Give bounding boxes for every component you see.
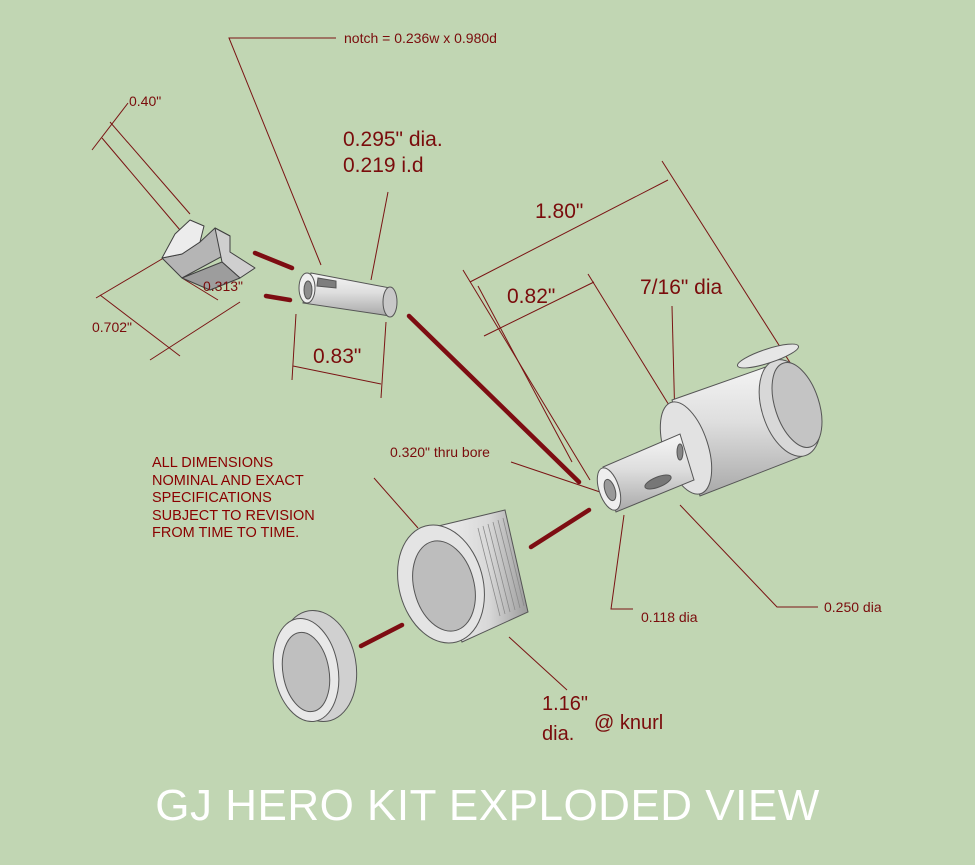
tube-part [298,272,398,318]
shaft-pin-hole [676,443,684,461]
label-block-length: 0.702" [92,319,133,335]
dim-tube-length [292,365,382,385]
ext-shaft-length-b [587,273,673,411]
assembly-line-block-tube-lower [263,293,293,303]
note-line: SPECIFICATIONS [152,490,272,506]
dim-block-width [91,102,129,151]
ext-shaft-length-a [477,285,573,463]
notched-block-part [161,219,256,291]
label-knurl-at: @ knurl [594,712,664,734]
label-block-inner: 0.313" [203,278,244,294]
dimension-lines [91,37,818,691]
note-line: NOMINAL AND EXACT [152,472,304,489]
label-notch: notch = 0.236w x 0.980d [344,30,497,46]
assembly-line-tube-body [406,313,582,485]
label-knurl-word: dia. [542,723,575,745]
label-hole-dia: 0.250 dia [824,599,882,615]
cap-bore [281,631,331,713]
block-notch-face [181,261,241,291]
dim-shaft-length [483,281,595,337]
block-top-face [161,219,205,259]
dim-body-length [469,179,669,283]
label-tube-length: 0.83" [313,345,362,368]
note-line: SUBJECT TO REVISION [152,507,315,524]
assembly-lines [252,250,592,649]
ext-body-length-a [462,269,591,481]
collar-inner-bore [412,540,476,632]
ext-block-width-b [109,121,191,215]
label-tube-id: 0.219 i.d [343,154,424,177]
ext-block-length-b [149,301,241,361]
knurled-collar-part [397,509,529,644]
leader-tube-dia [370,191,389,281]
leader-hole-dia [679,504,818,608]
body-flange-rim [736,343,800,369]
label-head-dia: 7/16" dia [640,276,723,299]
label-shaft-length: 0.82" [507,285,556,308]
ext-tube-length-a [291,313,297,381]
label-block-width: 0.40" [129,93,162,109]
tube-bore [303,280,313,300]
main-body-part [596,343,823,513]
ext-block-width-a [101,137,181,231]
leader-notch [228,37,336,266]
leader-block-inner [181,277,219,301]
shaft-bore [603,478,617,502]
note-line: FROM TIME TO TIME. [152,525,300,541]
label-knurl-value: 1.16" [542,693,589,715]
label-bore: 0.320" thru bore [390,444,490,460]
leader-pin-dia [610,514,633,610]
assembly-line-collar-cap [358,622,405,649]
tube-end-far [382,286,398,318]
page-title: GJ HERO KIT EXPLODED VIEW [155,781,820,830]
shaft-slot [644,474,672,490]
dim-block-length [99,294,181,357]
ext-block-length-a [95,255,168,299]
label-body-length: 1.80" [535,200,584,223]
leader-bore [510,461,601,493]
assembly-line-body-collar [528,507,592,550]
label-pin-dia: 0.118 dia [641,609,698,625]
note-line: ALL DIMENSIONS [152,455,274,471]
body-flange-face [771,362,823,448]
ext-tube-length-b [380,321,387,399]
tube-body [302,272,391,317]
assembly-line-block-tube-upper [252,250,295,271]
leader-knurl [508,636,568,691]
collar-knurl-texture [477,517,525,617]
label-tube-dia: 0.295" dia. [343,128,443,151]
dimensions-disclaimer-note: ALL DIMENSIONS NOMINAL AND EXACT SPECIFI… [152,455,315,543]
end-cap-ring-part [272,609,358,723]
leader-note [373,477,419,529]
tube-notch [316,277,337,289]
